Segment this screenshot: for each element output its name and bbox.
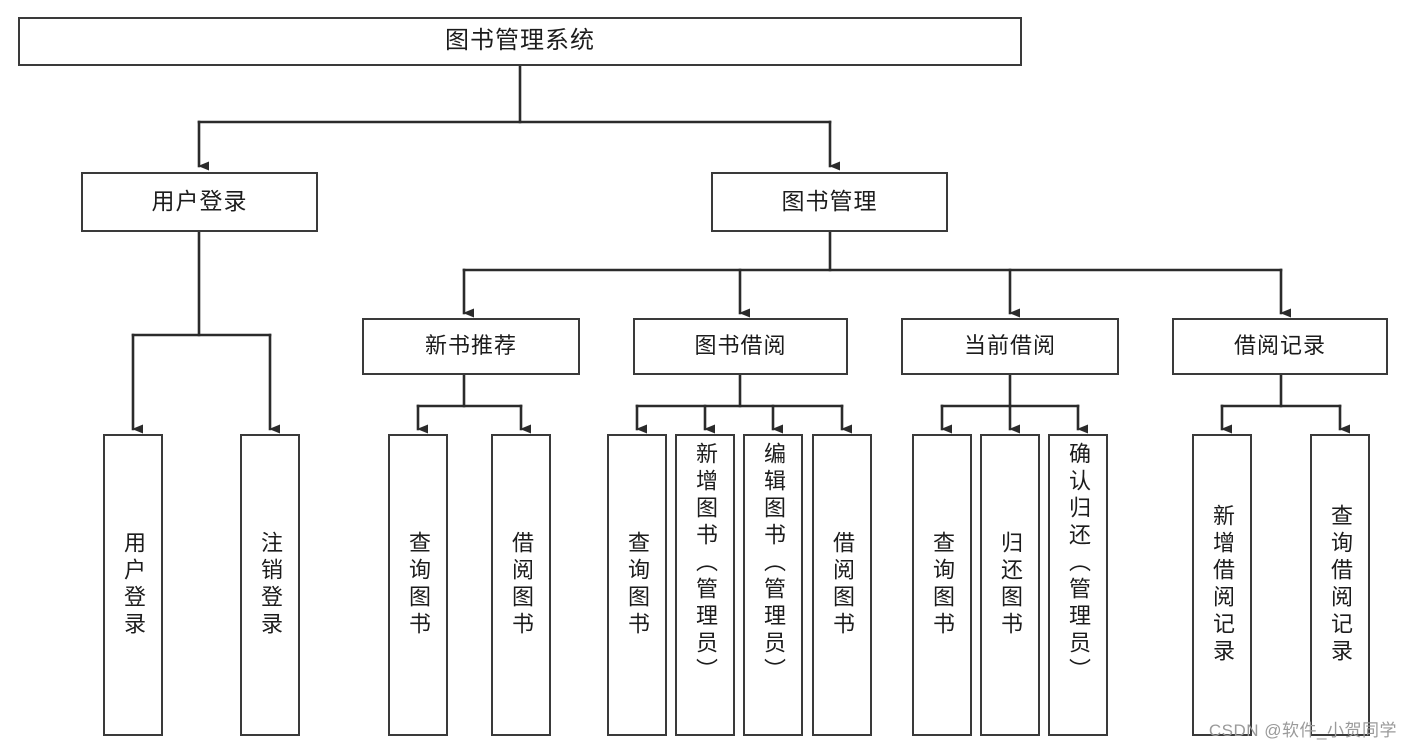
leaf-borrow-record-query[interactable]: 查询借阅记录 [1310, 434, 1370, 736]
leaf-book-borrow-borrow-label: 借阅图书 [830, 531, 855, 639]
leaf-book-borrow-add[interactable]: 新增图书（管理员） [675, 434, 735, 736]
leaf-new-book-query[interactable]: 查询图书 [388, 434, 448, 736]
node-root-system-label: 图书管理系统 [445, 27, 595, 55]
node-current-borrow-label: 当前借阅 [963, 333, 1056, 359]
node-book-borrow[interactable]: 图书借阅 [633, 318, 848, 375]
csdn-watermark: CSDN @软件_小贺同学 [1208, 721, 1397, 740]
leaf-current-borrow-query-label: 查询图书 [930, 531, 955, 639]
leaf-user-login-login[interactable]: 用户登录 [103, 434, 163, 736]
leaf-user-login-login-label: 用户登录 [121, 531, 146, 639]
node-borrow-record[interactable]: 借阅记录 [1172, 318, 1388, 375]
leaf-book-borrow-edit[interactable]: 编辑图书（管理员） [743, 434, 803, 736]
leaf-borrow-record-query-label: 查询借阅记录 [1328, 504, 1353, 666]
leaf-user-login-logout-label: 注销登录 [258, 531, 283, 639]
node-book-management[interactable]: 图书管理 [711, 172, 948, 232]
node-book-borrow-label: 图书借阅 [694, 333, 787, 359]
node-root-system[interactable]: 图书管理系统 [18, 17, 1022, 66]
leaf-current-borrow-return[interactable]: 归还图书 [980, 434, 1040, 736]
node-current-borrow[interactable]: 当前借阅 [901, 318, 1119, 375]
leaf-borrow-record-add[interactable]: 新增借阅记录 [1192, 434, 1252, 736]
node-new-book-recommend-label: 新书推荐 [424, 333, 517, 359]
leaf-current-borrow-confirm[interactable]: 确认归还（管理员） [1048, 434, 1108, 736]
leaf-new-book-borrow[interactable]: 借阅图书 [491, 434, 551, 736]
leaf-user-login-logout[interactable]: 注销登录 [240, 434, 300, 736]
node-user-login-label: 用户登录 [151, 188, 248, 215]
node-new-book-recommend[interactable]: 新书推荐 [362, 318, 580, 375]
leaf-current-borrow-confirm-label: 确认归还（管理员） [1066, 442, 1091, 685]
leaf-book-borrow-query[interactable]: 查询图书 [607, 434, 667, 736]
leaf-current-borrow-return-label: 归还图书 [998, 531, 1023, 639]
leaf-new-book-query-label: 查询图书 [406, 531, 431, 639]
leaf-book-borrow-edit-label: 编辑图书（管理员） [761, 442, 786, 685]
leaf-book-borrow-query-label: 查询图书 [625, 531, 650, 639]
node-user-login[interactable]: 用户登录 [81, 172, 318, 232]
node-book-management-label: 图书管理 [781, 188, 878, 215]
leaf-book-borrow-add-label: 新增图书（管理员） [693, 442, 718, 685]
leaf-book-borrow-borrow[interactable]: 借阅图书 [812, 434, 872, 736]
node-borrow-record-label: 借阅记录 [1233, 333, 1326, 359]
leaf-borrow-record-add-label: 新增借阅记录 [1210, 504, 1235, 666]
leaf-current-borrow-query[interactable]: 查询图书 [912, 434, 972, 736]
leaf-new-book-borrow-label: 借阅图书 [509, 531, 534, 639]
